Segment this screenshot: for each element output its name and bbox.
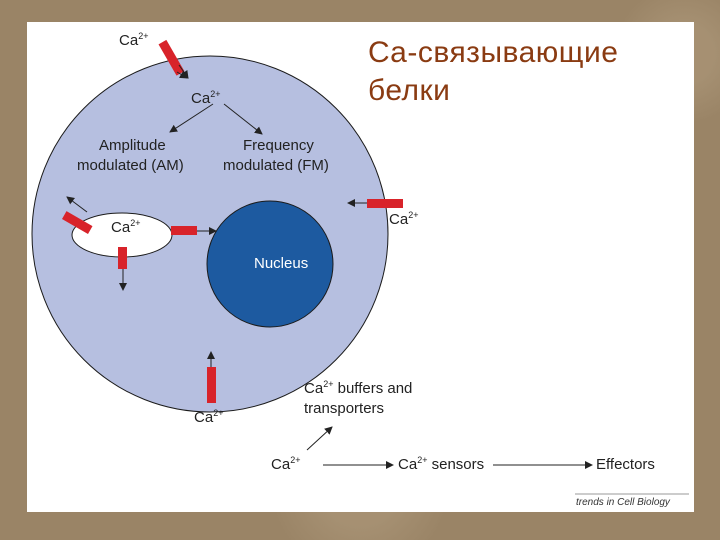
buffers-label-line1: Ca2+ buffers and [304,379,412,397]
nucleus [206,200,334,328]
slide: Ca2+ Ca2+ Amplitude modulated (AM) Frequ… [27,22,694,512]
effectors-label: Effectors [596,456,655,473]
channel-store-right [171,226,197,235]
ca-label-cytosol: Ca2+ [191,89,220,107]
ca-label-store: Ca2+ [111,218,140,236]
ca-label-flow: Ca2+ [271,455,300,473]
channel-right [367,199,403,208]
title-line-2: белки [368,74,451,107]
buffers-label-line2: transporters [304,400,384,417]
ca-label-right: Ca2+ [389,210,418,228]
title-line-1: Ca-связывающие [368,36,619,69]
am-label-line1: Amplitude [99,137,166,154]
slide-title: Ca-связывающие белки [368,34,688,110]
nucleus-label: Nucleus [254,255,308,272]
channel-store-bottom [118,247,127,269]
calcium-signaling-diagram: Ca2+ Ca2+ Amplitude modulated (AM) Frequ… [31,31,689,508]
sensors-label: Ca2+ sensors [398,455,484,473]
ca-label-top: Ca2+ [119,31,148,49]
am-label-line2: modulated (AM) [77,157,184,174]
channel-store-left [62,211,93,234]
source-credit: trends in Cell Biology [576,497,671,508]
channel-top [158,39,185,76]
ca-label-bottom: Ca2+ [194,408,223,426]
fm-label-line1: Frequency [243,137,314,154]
fm-label-line2: modulated (FM) [223,157,329,174]
channel-bottom [207,367,216,403]
arrows [66,64,593,469]
